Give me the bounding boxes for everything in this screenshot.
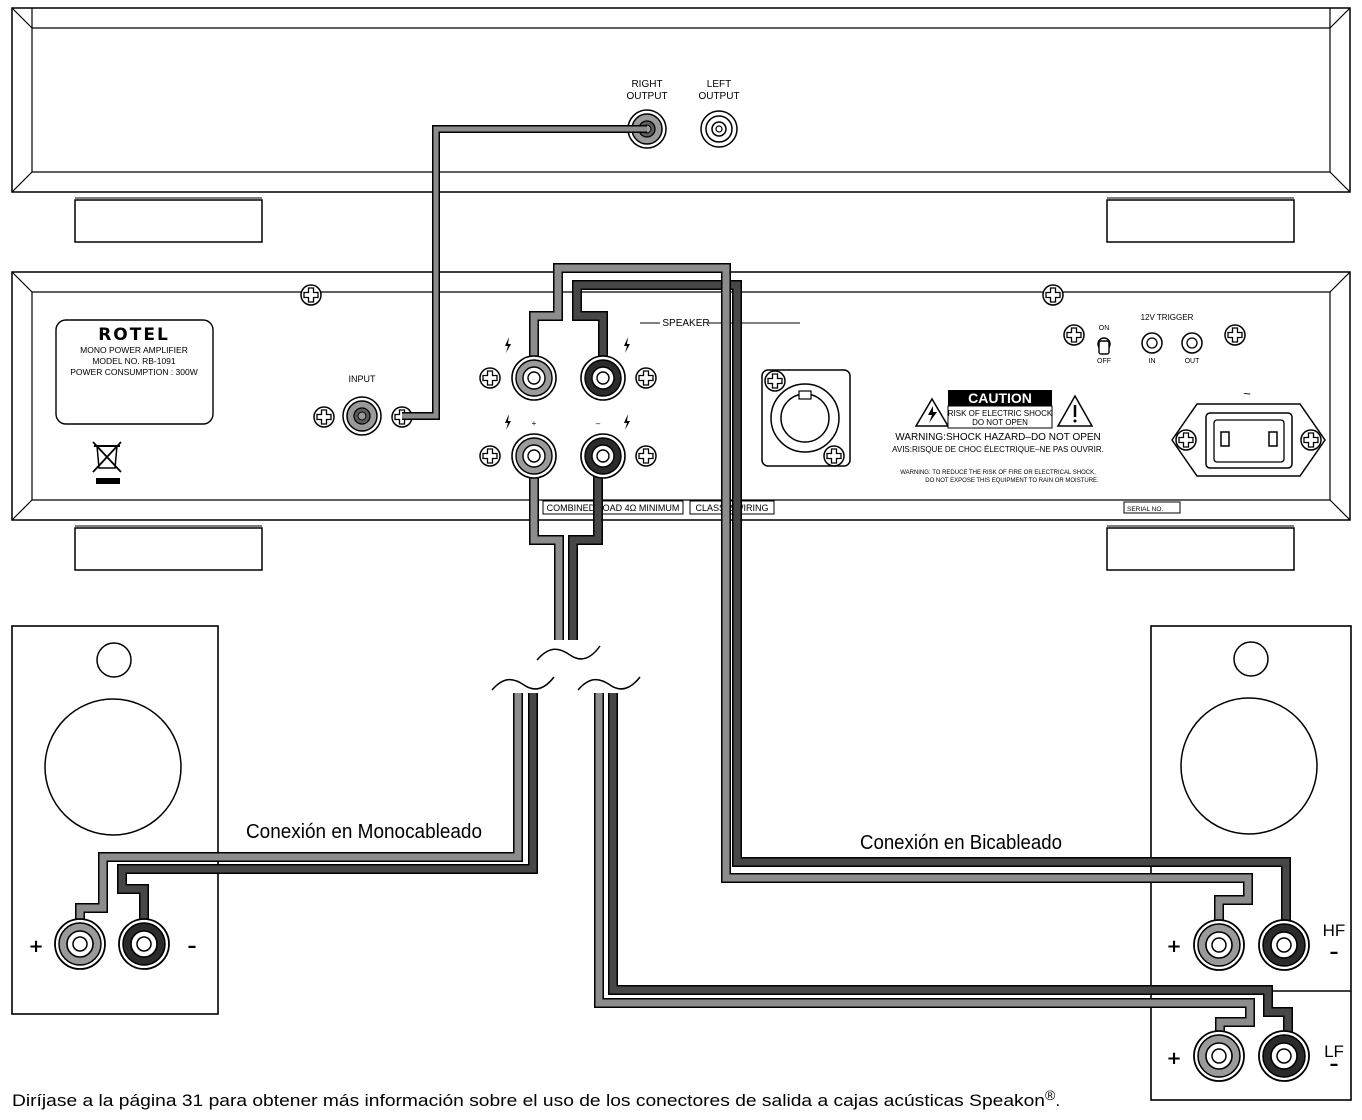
- trigger-out-jack[interactable]: [1181, 332, 1203, 354]
- footer-period: .: [1055, 1091, 1060, 1110]
- top-screw-left: [300, 284, 322, 306]
- trigger-in-label: IN: [1149, 358, 1156, 365]
- speakon-screw: [823, 445, 845, 467]
- inlet-screw: [1300, 429, 1322, 451]
- serial-label: SERIAL NO.: [1127, 506, 1163, 513]
- post-screw: [635, 445, 657, 467]
- lf-terminal-positive[interactable]: [1193, 1030, 1245, 1082]
- brand-logo: ROTEL: [98, 325, 170, 345]
- avis-line: AVIS:RISQUE DE CHOC ÉLECTRIQUE–NE PAS OU…: [892, 445, 1104, 454]
- tweeter: [96, 642, 132, 678]
- footer-note: Diríjase a la página 31 para obtener más…: [12, 1087, 1060, 1110]
- down-wire-light: [530, 456, 563, 650]
- combined-load-box: [542, 500, 684, 515]
- trigger-in-jack[interactable]: [1141, 332, 1163, 354]
- bi-wire-hf-negative: [573, 281, 1290, 942]
- speakon-connector[interactable]: [761, 369, 851, 467]
- trigger-out-label: OUT: [1185, 358, 1201, 365]
- hf-terminal-negative[interactable]: [1258, 919, 1310, 971]
- ac-symbol: ~: [1243, 386, 1251, 401]
- label-line-3: POWER CONSUMPTION : 300W: [70, 367, 198, 377]
- speakon-screw: [764, 370, 786, 392]
- tweeter: [1233, 641, 1269, 677]
- warning-small-2: DO NOT EXPOSE THIS EQUIPMENT TO RAIN OR …: [925, 478, 1099, 484]
- switch-off-label: OFF: [1097, 358, 1111, 365]
- left-plus-label: +: [28, 936, 43, 957]
- input-screw-left: [313, 406, 335, 428]
- serial-box: [1123, 501, 1181, 514]
- trigger-screw: [1063, 324, 1085, 346]
- inlet-screw: [1175, 429, 1197, 451]
- mono-wiring-label: Conexión en Monocableado: [246, 821, 482, 843]
- caution-block: CAUTION RISK OF ELECTRIC SHOCK DO NOT OP…: [892, 390, 1104, 484]
- trigger-screw: [1224, 324, 1246, 346]
- speaker-post-negative-upper[interactable]: [580, 355, 626, 401]
- woofer: [1180, 697, 1318, 835]
- switch-on-label: ON: [1099, 325, 1110, 332]
- lf-terminal-negative[interactable]: [1258, 1030, 1310, 1082]
- bi-wire-hf-positive: [530, 264, 1252, 942]
- lf-wire-negative: [609, 690, 1292, 1050]
- speaker-label: SPEAKER: [662, 318, 709, 329]
- lf-plus-label: +: [1166, 1048, 1181, 1069]
- trigger-title: 12V TRIGGER: [1141, 313, 1194, 322]
- minus-mark: –: [596, 419, 601, 428]
- lf-minus-label: –: [1330, 1054, 1339, 1075]
- lf-wire-positive: [595, 690, 1254, 1050]
- warning-small-1: WARNING: TO REDUCE THE RISK OF FIRE OR E…: [900, 470, 1096, 476]
- ac-power-inlet[interactable]: [1171, 403, 1326, 477]
- mono-wire-positive: [76, 690, 522, 940]
- label-line-2: MODEL NO. RB-1091: [92, 356, 176, 366]
- post-screw: [479, 367, 501, 389]
- cable-break: [488, 640, 650, 693]
- combined-load-label: COMBINED LOAD 4Ω MINIMUM: [547, 503, 680, 513]
- power-switch[interactable]: [1097, 337, 1111, 355]
- top-screw-right: [1042, 284, 1064, 306]
- input-label: INPUT: [349, 374, 377, 384]
- input-jack[interactable]: [342, 396, 382, 436]
- speaker-post-positive-lower[interactable]: [511, 433, 557, 479]
- speaker-post-negative-lower[interactable]: [580, 433, 626, 479]
- left-minus-label: –: [188, 936, 197, 957]
- hf-plus-label: +: [1166, 936, 1181, 957]
- hf-terminal-positive[interactable]: [1193, 919, 1245, 971]
- wires: [75, 125, 1293, 1050]
- bi-wiring-label: Conexión en Bicableado: [860, 832, 1062, 854]
- caution-title: CAUTION: [968, 390, 1032, 406]
- left-speaker-terminal-positive[interactable]: [54, 918, 106, 970]
- down-wire-dark: [569, 456, 602, 650]
- rca-cable: [402, 126, 647, 419]
- post-screw: [479, 445, 501, 467]
- label-line-1: MONO POWER AMPLIFIER: [80, 345, 188, 355]
- hf-minus-label: –: [1330, 942, 1339, 963]
- woofer: [44, 698, 182, 836]
- foot-left: [74, 199, 263, 243]
- plus-mark: +: [532, 419, 537, 428]
- caution-line-2: DO NOT OPEN: [972, 418, 1028, 427]
- source-unit: RIGHT OUTPUT LEFT OUTPUT: [11, 7, 1351, 243]
- warning-line: WARNING:SHOCK HAZARD–DO NOT OPEN: [895, 432, 1101, 443]
- left-output-jack[interactable]: [700, 110, 738, 148]
- right-output-label-2: OUTPUT: [626, 91, 667, 102]
- rating-label: [55, 319, 214, 425]
- amp-foot-left: [74, 527, 263, 571]
- left-output-label-2: OUTPUT: [698, 91, 739, 102]
- foot-right: [1106, 199, 1295, 243]
- lf-label: LF: [1324, 1042, 1344, 1061]
- post-screw: [635, 367, 657, 389]
- mono-wire-negative: [118, 690, 537, 940]
- left-speaker-terminal-negative[interactable]: [118, 918, 170, 970]
- left-output-label-1: LEFT: [707, 79, 731, 90]
- hf-label: HF: [1323, 921, 1346, 940]
- weee-bin-icon: [92, 441, 122, 484]
- footer-text: Diríjase a la página 31 para obtener más…: [12, 1091, 1045, 1110]
- footer-reg-mark: ®: [1045, 1087, 1056, 1103]
- right-output-label-1: RIGHT: [631, 79, 662, 90]
- speaker-post-positive-upper[interactable]: [511, 355, 557, 401]
- speaker-left: [11, 625, 219, 1015]
- amp-foot-right: [1106, 527, 1295, 571]
- amplifier: ROTEL MONO POWER AMPLIFIER MODEL NO. RB-…: [11, 271, 1351, 571]
- caution-line-1: RISK OF ELECTRIC SHOCK: [948, 409, 1053, 418]
